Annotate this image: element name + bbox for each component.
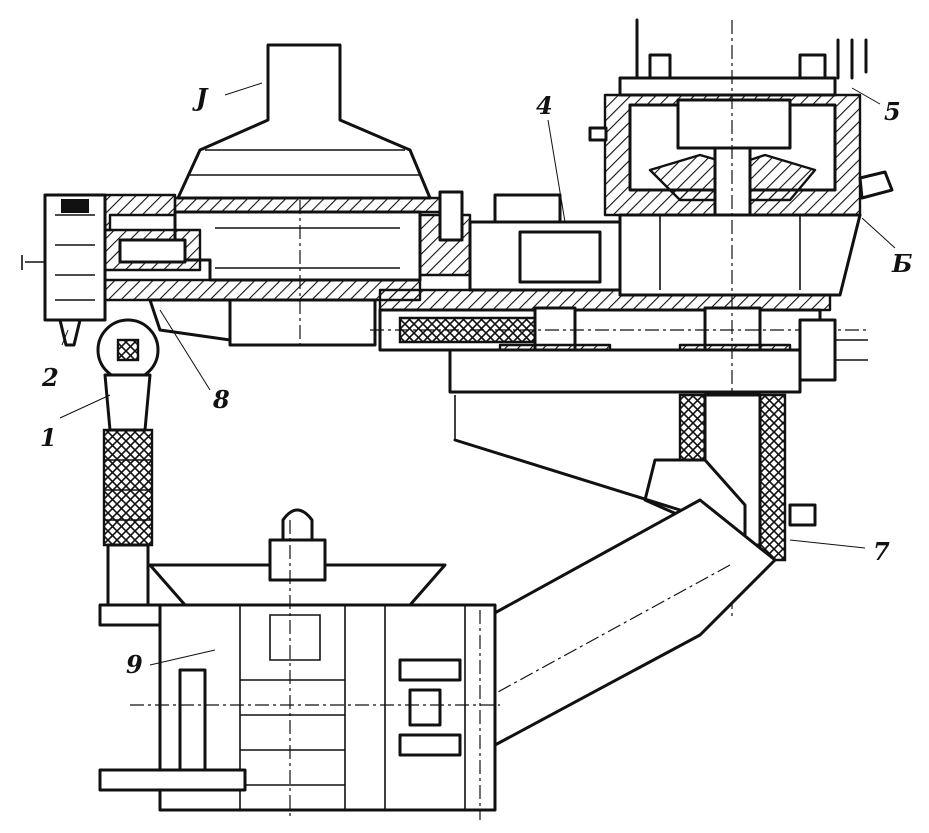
label-part-2: 2 (41, 363, 59, 392)
label-part-4: 4 (536, 91, 553, 120)
left-valve-block (21, 193, 107, 347)
label-part-8: 8 (212, 385, 230, 414)
pendulum-arm (96, 318, 247, 627)
inclined-pipe (464, 498, 777, 747)
label-part-9: 9 (126, 650, 143, 679)
label-part-6: Б (891, 249, 913, 278)
label-part-7: 7 (873, 537, 890, 566)
base-unit (98, 508, 500, 820)
main-housing (43, 193, 422, 350)
leader-lines (59, 82, 896, 666)
label-part-j: J (192, 83, 209, 112)
drum-housing (588, 18, 894, 620)
hopper (173, 43, 442, 214)
label-part-5: 5 (884, 97, 901, 126)
gearbox (370, 190, 870, 394)
label-part-1: 1 (40, 423, 57, 452)
